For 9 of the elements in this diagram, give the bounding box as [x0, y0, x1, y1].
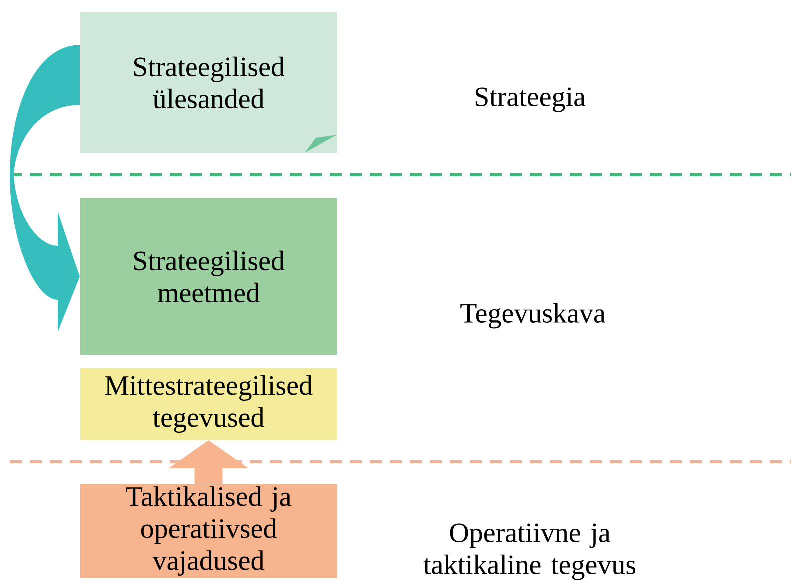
process-box: Strateegilised meetmed [80, 198, 338, 356]
section-label: Operatiivne ja taktikaline tegevus [424, 524, 636, 580]
process-box: Mittestrateegilised tegevused [80, 368, 338, 440]
note-box: Strateegilised ülesanded [80, 12, 338, 154]
section-label: Tegevuskava [460, 303, 606, 329]
curved-arrow [10, 45, 80, 332]
process-box: Taktikalised ja operatiivsed vajadused [80, 484, 338, 578]
block-arrow [168, 440, 249, 484]
section-label: Strateegia [476, 88, 586, 112]
